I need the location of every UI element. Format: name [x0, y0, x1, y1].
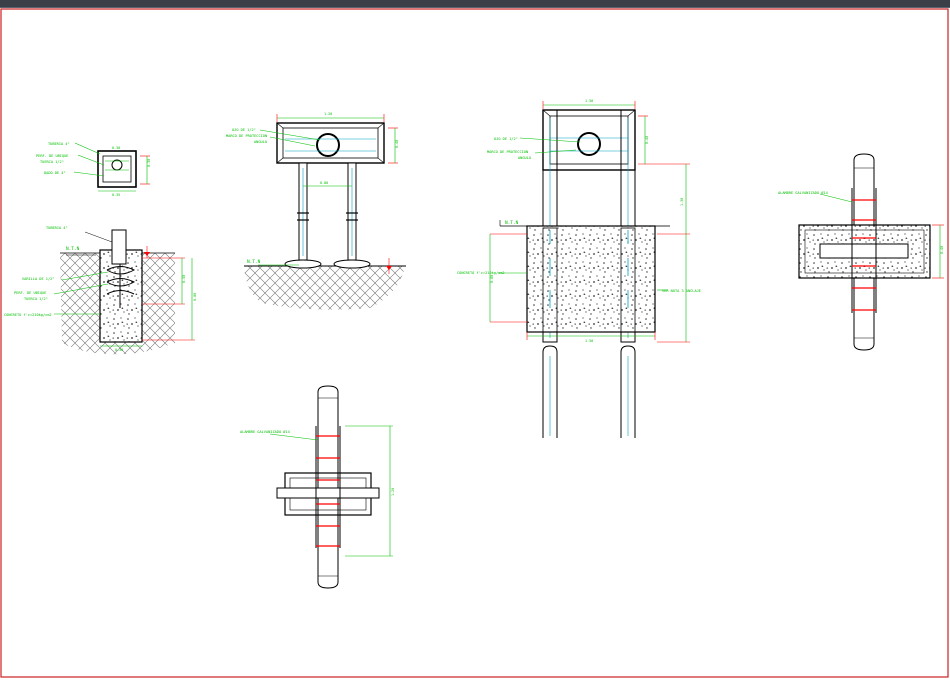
- label-alambre-right: ALAMBRE GALVANIZADO Ø14: [778, 190, 828, 195]
- label-varilla: VARILLA DE 1/2": [22, 277, 54, 281]
- dim-left-h1: 0.50: [182, 275, 186, 283]
- label-concreto-right: CONCRETO f'c=210kg/cm2: [457, 271, 505, 275]
- dim-right-h2: 1.30: [680, 198, 684, 206]
- dim-mid-inner: 0.80: [320, 181, 328, 185]
- dim-top-w: 0.30: [112, 146, 120, 150]
- label-ojo-right: OJO DE 1/2": [494, 137, 518, 141]
- dim-right-depth: 0.80: [490, 275, 494, 283]
- label-dado-top: DADO DE 4": [44, 171, 66, 175]
- dim-mid-w: 1.20: [324, 112, 332, 116]
- dim-top-b: 0.35: [112, 193, 120, 197]
- dim-farright-h: 0.40: [940, 246, 944, 254]
- drawing-frame: [0, 8, 949, 678]
- label-perf-ubique-left: PERF. DE UBIQUE: [14, 291, 46, 295]
- title-bar: [0, 0, 950, 8]
- label-tuerca-left: TUERCA 1/2": [24, 297, 48, 301]
- label-tuerca-top: TUERCA 1/2": [40, 160, 64, 164]
- dim-bottom-h: 1.20: [391, 488, 395, 496]
- dim-left-h2: 0.80: [193, 293, 197, 301]
- label-marco-left: MARCO DE PROTECCION: [226, 134, 267, 138]
- dim-right-base: 1.50: [585, 339, 593, 343]
- label-ntn-left: N.T.N: [66, 246, 80, 252]
- drawing-canvas[interactable]: TUBERIA 4" PERF. DE UBIQUE TUERCA 1/2" D…: [0, 8, 950, 680]
- label-marco-right: MARCO DE PROTECCION: [487, 150, 528, 154]
- dim-left-w: 0.30: [115, 348, 123, 352]
- detail-middle-elevation: [244, 114, 406, 310]
- detail-right-elevation: [489, 101, 690, 438]
- label-tuberia-left: TUBERIA 4": [46, 226, 68, 230]
- label-angulo-left: ANGULO: [254, 140, 267, 144]
- cad-drawing: TUBERIA 4" PERF. DE UBIQUE TUERCA 1/2" D…: [0, 8, 949, 678]
- label-perf-ubique-top: PERF. DE UBIQUE: [36, 154, 68, 158]
- label-concreto-left: CONCRETO f'c=210kg/cm2: [4, 313, 52, 317]
- detail-far-right-plan: [798, 153, 944, 351]
- dim-right-h1: 0.40: [645, 136, 649, 144]
- dim-right-w: 1.50: [585, 99, 593, 103]
- detail-small-plan: [73, 142, 150, 192]
- label-alambre-bottom: ALAMBRE GALVANIZADO Ø14: [240, 429, 290, 434]
- label-ntn-right: N.T.N: [505, 220, 519, 226]
- label-ntn-mid: N.T.N: [247, 259, 261, 265]
- label-tuberia-top: TUBERIA 4": [48, 142, 70, 146]
- dim-mid-h: 0.40: [395, 140, 399, 148]
- detail-left-section: [53, 229, 195, 355]
- label-ojo-left: OJO DE 1/2": [232, 128, 256, 132]
- dim-top-h: 0.30: [147, 159, 151, 167]
- label-angulo-right: ANGULO: [518, 156, 531, 160]
- label-ver-nota: VER NOTA 3 ANCLAJE: [662, 289, 701, 293]
- detail-bottom-plan: [269, 385, 393, 589]
